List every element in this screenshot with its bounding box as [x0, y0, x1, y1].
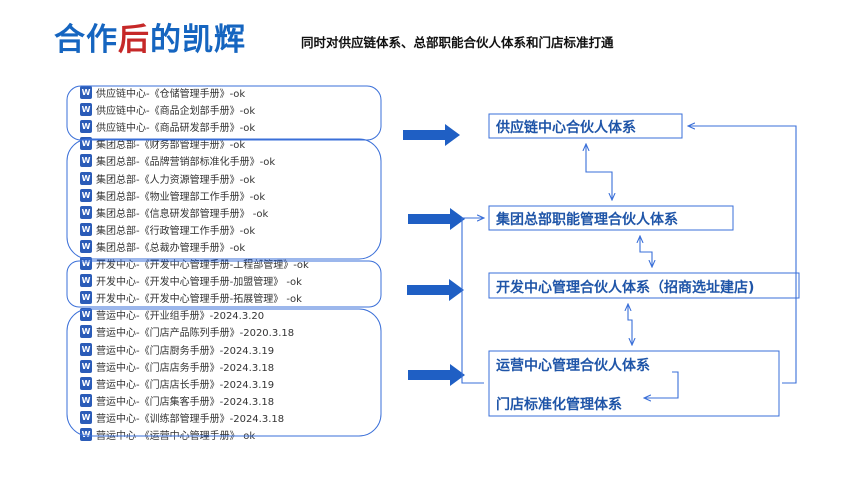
- file-name: 集团总部-《财务部管理手册》-ok: [96, 140, 246, 152]
- file-name: 集团总部-《物业管理部工作手册》-ok: [96, 191, 266, 203]
- word-document-icon: W: [80, 205, 92, 219]
- word-document-icon: W: [80, 410, 92, 424]
- file-name: 集团总部-《行政管理工作手册》-ok: [96, 225, 256, 237]
- file-item[interactable]: W 营运中心-《门店产品陈列手册》-2020.3.18: [80, 323, 294, 340]
- loop-left: [461, 218, 484, 384]
- word-document-icon: W: [80, 257, 92, 270]
- file-item[interactable]: W 集团总部-《信息研发部管理手册》 -ok: [80, 204, 268, 221]
- file-name: 营运中心-《训练部管理手册》-2024.3.18: [96, 413, 285, 425]
- group-box-hq: [66, 138, 382, 260]
- file-item[interactable]: W 营运中心-《门店集客手册》-2024.3.18: [80, 392, 274, 409]
- node-box-hq: [488, 205, 734, 231]
- word-document-icon: W: [80, 342, 92, 356]
- file-item[interactable]: W 营运中心-《门店店长手册》-2024.3.19: [80, 375, 274, 392]
- link-ops-store: [644, 371, 679, 398]
- file-item[interactable]: W 开发中心-《开发中心管理手册-加盟管理》 -ok: [80, 272, 302, 289]
- node-store-label: 门店标准化管理体系: [496, 397, 622, 413]
- word-document-icon: W: [80, 291, 92, 305]
- word-document-icon: W: [80, 154, 92, 168]
- file-name: 营运中心-《门店店务手册》-2024.3.18: [96, 362, 275, 374]
- file-name: 集团总部-《总裁办管理手册》-ok: [96, 242, 246, 254]
- file-item[interactable]: W 集团总部-《总裁办管理手册》-ok: [80, 238, 245, 255]
- page-title: 合作后的凯辉: [54, 14, 246, 59]
- word-document-icon: W: [80, 325, 92, 339]
- node-box-dev: [488, 272, 800, 299]
- node-box-ops: [488, 350, 780, 417]
- file-name: 营运中心-《门店店长手册》-2024.3.19: [96, 379, 275, 391]
- word-document-icon: W: [80, 120, 92, 134]
- node-supply-label: 供应链中心合伙人体系: [496, 120, 636, 136]
- file-name: 供应链中心-《仓储管理手册》-ok: [96, 89, 246, 100]
- link-dev-ops-a: [628, 304, 632, 345]
- word-document-icon: W: [80, 188, 92, 202]
- word-document-icon: W: [80, 103, 92, 117]
- node-box-supply: [488, 113, 683, 139]
- loop-right: [688, 126, 797, 384]
- block-arrow-2: [408, 208, 465, 230]
- block-arrow-1: [403, 124, 460, 146]
- file-name: 营运中心-《门店集客手册》-2024.3.18: [96, 396, 275, 408]
- node-ops-label: 运营中心管理合伙人体系: [496, 358, 650, 374]
- block-arrow-3: [407, 279, 464, 301]
- file-item[interactable]: W 集团总部-《物业管理部工作手册》-ok: [80, 187, 265, 204]
- word-document-icon: W: [80, 239, 92, 253]
- file-item[interactable]: W 营运中心-《开业组手册》-2024.3.20: [80, 306, 264, 323]
- file-name: 开发中心-《开发中心管理手册-加盟管理》 -ok: [96, 277, 302, 289]
- file-item[interactable]: W 开发中心-《开发中心管理手册-拓展管理》 -ok: [80, 289, 302, 306]
- file-name: 集团总部-《信息研发部管理手册》 -ok: [96, 208, 269, 220]
- link-supply-hq-a: [586, 144, 612, 200]
- file-item[interactable]: W 集团总部-《行政管理工作手册》-ok: [80, 221, 255, 238]
- file-item[interactable]: W 开发中心-《开发中心管理手册-工程部管理》-ok: [80, 255, 309, 272]
- word-document-icon: W: [80, 359, 92, 373]
- file-name: 集团总部-《人力资源管理手册》-ok: [96, 174, 256, 186]
- file-item[interactable]: W 集团总部-《品牌营销部标准化手册》-ok: [80, 152, 275, 169]
- word-document-icon: W: [80, 274, 92, 288]
- file-name: 营运中心-《门店厨务手册》-2024.3.19: [96, 345, 275, 357]
- word-document-icon: W: [80, 308, 92, 322]
- file-item[interactable]: W 集团总部-《财务部管理手册》-ok: [80, 135, 245, 152]
- file-item[interactable]: W 营运中心-《门店厨务手册》-2024.3.19: [80, 341, 274, 358]
- file-item[interactable]: W 集团总部-《人力资源管理手册》-ok: [80, 170, 255, 187]
- file-name: 营运中心-《开业组手册》-2024.3.20: [96, 311, 265, 323]
- word-document-icon: W: [80, 222, 92, 236]
- word-document-icon: W: [80, 376, 92, 390]
- title-part-3: 的凯辉: [150, 22, 246, 58]
- word-document-icon: W: [80, 86, 92, 99]
- word-document-icon: W: [80, 171, 92, 185]
- word-document-icon: W: [80, 428, 92, 441]
- title-highlight: 后: [118, 22, 150, 58]
- word-document-icon: W: [80, 137, 92, 151]
- group-box-supply: [66, 85, 382, 141]
- group-box-ops: [66, 308, 382, 437]
- node-dev-label: 开发中心管理合伙人体系（招商选址建店): [496, 280, 755, 296]
- file-item[interactable]: W 供应链中心-《商品企划部手册》-ok: [80, 101, 255, 118]
- page-subtitle: 同时对供应链体系、总部职能合伙人体系和门店标准打通: [301, 35, 614, 50]
- file-name: 营运中心-《门店产品陈列手册》-2020.3.18: [96, 328, 295, 340]
- file-item[interactable]: W 供应链中心-《商品研发部手册》-ok: [80, 118, 255, 135]
- title-part-1: 合作: [54, 22, 118, 58]
- word-document-icon: W: [80, 393, 92, 407]
- file-item[interactable]: W 供应链中心-《仓储管理手册》-ok: [80, 84, 245, 101]
- file-name: 集团总部-《品牌营销部标准化手册》-ok: [96, 157, 276, 169]
- link-hq-dev-a: [640, 236, 652, 267]
- file-item[interactable]: W 营运中心-《训练部管理手册》-2024.3.18: [80, 409, 284, 426]
- file-name: 供应链中心-《商品研发部手册》-ok: [96, 123, 256, 135]
- group-box-dev: [66, 260, 382, 308]
- file-item[interactable]: W 营运中心-《门店店务手册》-2024.3.18: [80, 358, 274, 375]
- block-arrow-4: [408, 364, 465, 386]
- file-name: 供应链中心-《商品企划部手册》-ok: [96, 106, 256, 118]
- node-hq-label: 集团总部职能管理合伙人体系: [496, 212, 678, 228]
- file-name: 开发中心-《开发中心管理手册-工程部管理》-ok: [96, 260, 309, 271]
- file-name: 开发中心-《开发中心管理手册-拓展管理》 -ok: [96, 294, 302, 306]
